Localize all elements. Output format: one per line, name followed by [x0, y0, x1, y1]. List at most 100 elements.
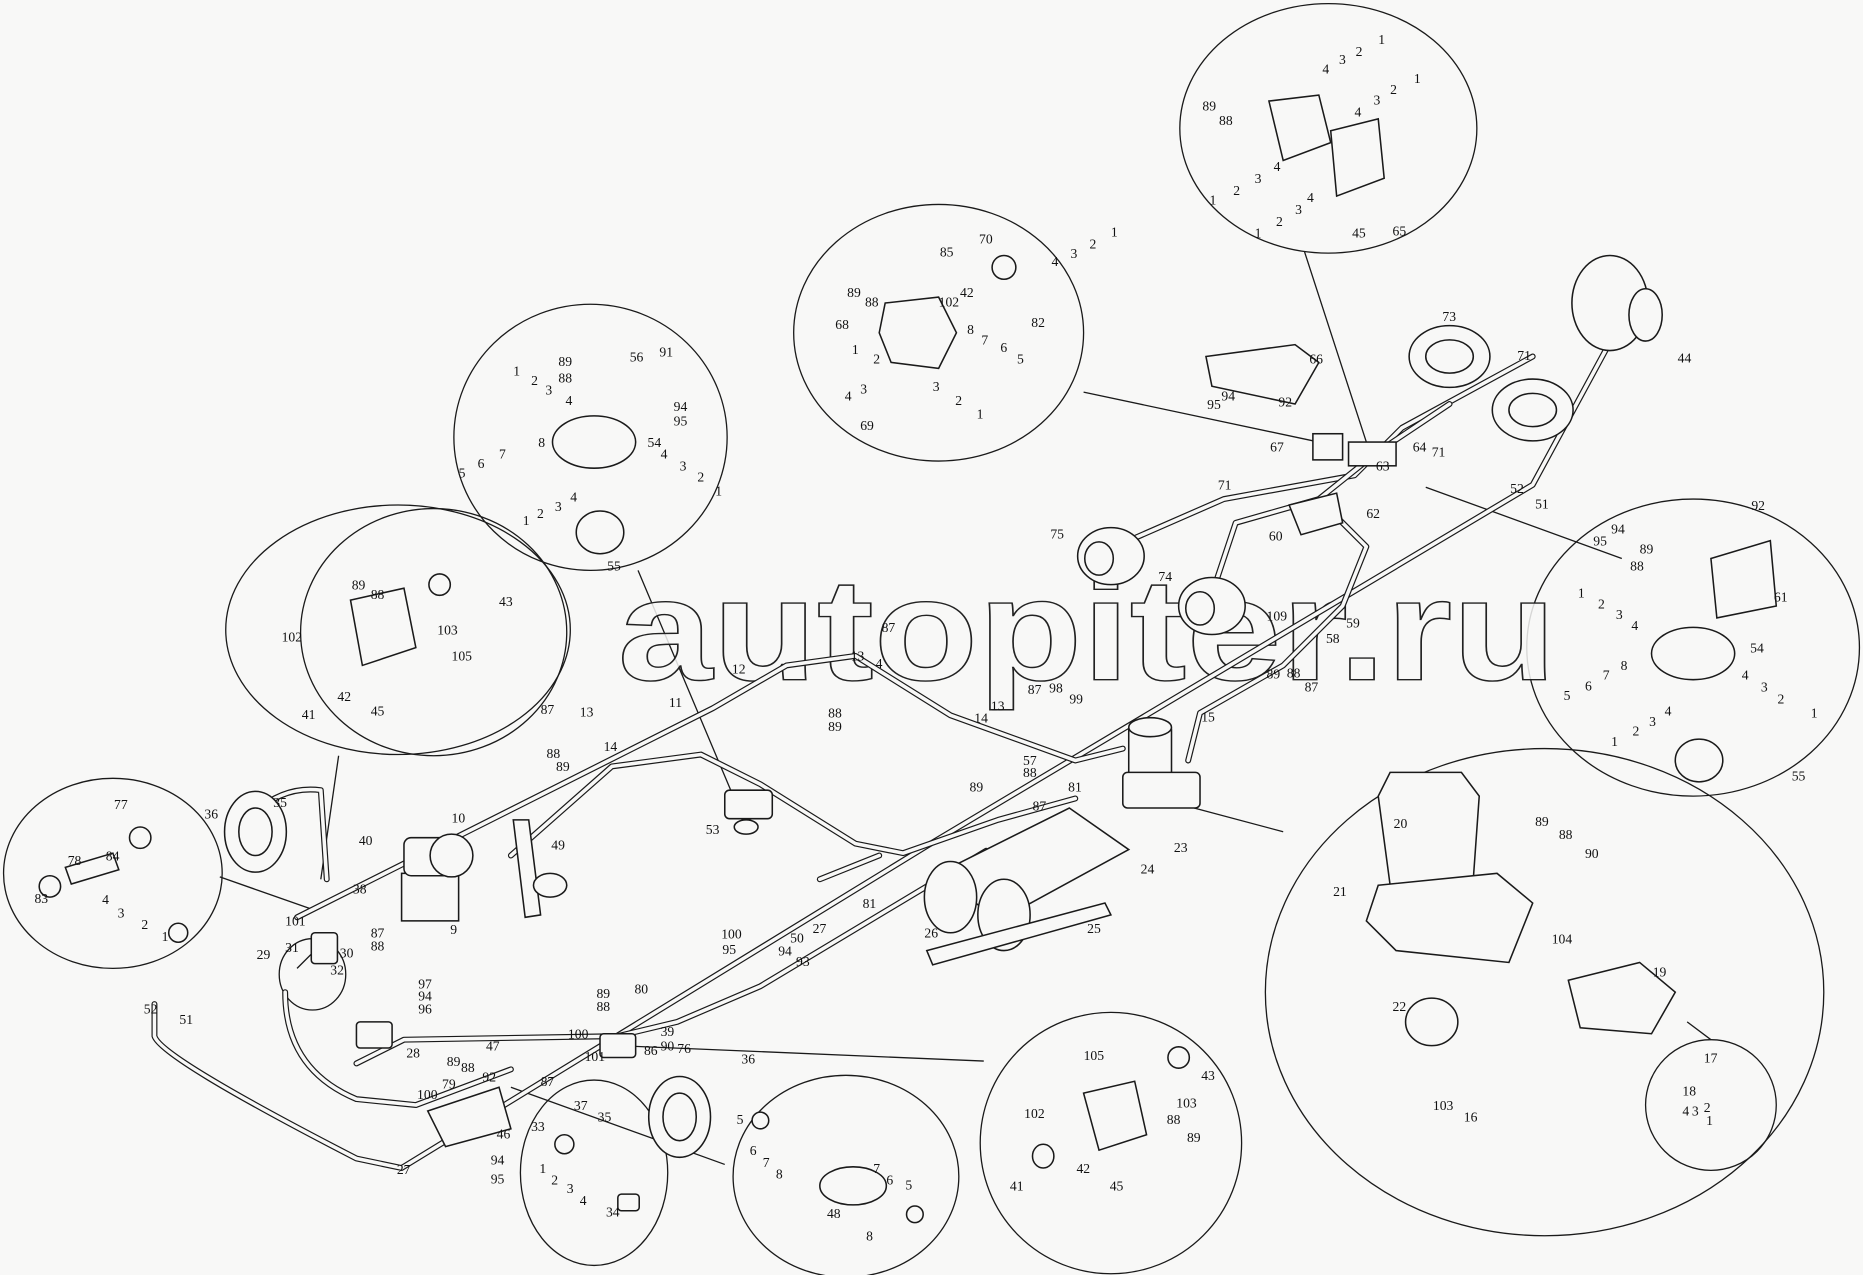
- callout-number: 89: [1202, 99, 1216, 114]
- callout-number: 85: [940, 245, 954, 260]
- callout-number: 109: [1267, 608, 1288, 623]
- callout-number: 98: [1049, 681, 1063, 696]
- callout-number: 95: [674, 413, 688, 428]
- callout-number: 66: [1309, 352, 1323, 367]
- callout-number: 4: [845, 388, 852, 403]
- callout-number: 89: [556, 759, 570, 774]
- callout-number: 7: [873, 1161, 880, 1176]
- callout-number: 88: [461, 1060, 475, 1075]
- callout-number: 1: [539, 1161, 546, 1176]
- brake-chamber-75: [1076, 526, 1145, 586]
- callout-number: 89: [970, 779, 984, 794]
- callout-number: 20: [1394, 816, 1408, 831]
- callout-number: 27: [397, 1162, 411, 1177]
- callout-number: 75: [1050, 526, 1064, 541]
- callout-number: 35: [598, 1110, 612, 1125]
- callout-number: 4: [1665, 703, 1672, 718]
- callout-number: 15: [1201, 709, 1215, 724]
- callout-number: 97: [418, 977, 432, 992]
- compressor-9: [400, 833, 474, 922]
- callout-number: 4: [661, 447, 668, 462]
- callout-number: 11: [669, 695, 682, 710]
- callout-number: 87: [1032, 798, 1046, 813]
- callout-number: 3: [1373, 93, 1380, 108]
- callout-number: 95: [722, 942, 736, 957]
- callout-number: 39: [661, 1024, 675, 1039]
- valve-28-29: [310, 931, 393, 1049]
- brake-chamber-44: [1571, 254, 1663, 352]
- callout-number: 2: [537, 506, 544, 521]
- callout-number: 17: [1704, 1050, 1718, 1065]
- detail-circle-valve-45-left: [225, 504, 571, 756]
- callout-number: 89: [447, 1054, 461, 1069]
- callout-number: 46: [497, 1126, 511, 1141]
- callout-number: 92: [1751, 498, 1765, 513]
- callout-number: 92: [482, 1069, 496, 1084]
- callout-number: 89: [558, 354, 572, 369]
- callout-number: 45: [371, 703, 385, 718]
- bracket-66: [1205, 343, 1320, 405]
- callout-number: 82: [1031, 315, 1045, 330]
- callout-number: 53: [706, 822, 720, 837]
- callout-number: 12: [732, 662, 746, 677]
- callout-number: 94: [418, 988, 432, 1003]
- callout-number: 31: [285, 940, 299, 955]
- callout-number: 4: [1682, 1104, 1689, 1119]
- callout-number: 1: [1255, 226, 1262, 241]
- callout-number: 67: [1270, 440, 1284, 455]
- callout-number: 10: [451, 810, 465, 825]
- callout-number: 1: [852, 342, 859, 357]
- callout-number: 48: [827, 1206, 841, 1221]
- callout-number: 100: [417, 1087, 438, 1102]
- callout-number: 88: [596, 999, 610, 1014]
- callout-number: 26: [924, 926, 938, 941]
- callout-number: 52: [144, 1002, 158, 1017]
- lever-49: [512, 819, 568, 919]
- callout-number: 92: [1278, 394, 1292, 409]
- callout-number: 89: [1187, 1130, 1201, 1145]
- detail-circle-33: [519, 1079, 669, 1267]
- callout-number: 13: [991, 699, 1005, 714]
- detail-circle-dryer: [1264, 747, 1825, 1237]
- callout-number: 28: [406, 1046, 420, 1061]
- callout-number: 43: [1201, 1068, 1215, 1083]
- part-77-detail: [38, 826, 189, 944]
- callout-number: 1: [1378, 32, 1385, 47]
- callout-number: 36: [204, 807, 218, 822]
- callout-number: 88: [1023, 765, 1037, 780]
- air-lines: [151, 339, 1613, 1171]
- callout-number: 18: [1682, 1084, 1696, 1099]
- callout-number: 3: [1339, 52, 1346, 67]
- callout-number: 58: [1326, 631, 1340, 646]
- callout-number: 14: [974, 710, 988, 725]
- callout-number: 8: [776, 1167, 783, 1182]
- callout-number: 89: [828, 719, 842, 734]
- callout-number: 103: [1433, 1098, 1454, 1113]
- callout-number: 50: [790, 930, 804, 945]
- callout-number: 47: [486, 1038, 500, 1053]
- detail-circle-48: [732, 1074, 960, 1275]
- callout-number: 83: [34, 891, 48, 906]
- callout-number: 87: [1028, 682, 1042, 697]
- callout-number: 2: [697, 469, 704, 484]
- callout-number: 8: [538, 435, 545, 450]
- callout-number: 88: [865, 295, 879, 310]
- callout-number: 90: [1585, 846, 1599, 861]
- callout-number: 89: [847, 285, 861, 300]
- valve-45-top-detail: [1267, 94, 1386, 198]
- brake-chamber-71: [1491, 378, 1574, 442]
- callout-number: 2: [1633, 724, 1640, 739]
- callout-number: 4: [1307, 190, 1314, 205]
- callout-number: 57: [1023, 753, 1037, 768]
- callout-number: 3: [680, 459, 687, 474]
- callout-number: 73: [1442, 309, 1456, 324]
- dryer-15: [1122, 716, 1201, 809]
- brake-chamber-36-left: [223, 790, 288, 873]
- callout-number: 91: [659, 345, 673, 360]
- callout-number: 1: [523, 513, 530, 528]
- callout-number: 77: [114, 797, 128, 812]
- callout-number: 3: [1616, 607, 1623, 622]
- callout-number: 4: [570, 489, 577, 504]
